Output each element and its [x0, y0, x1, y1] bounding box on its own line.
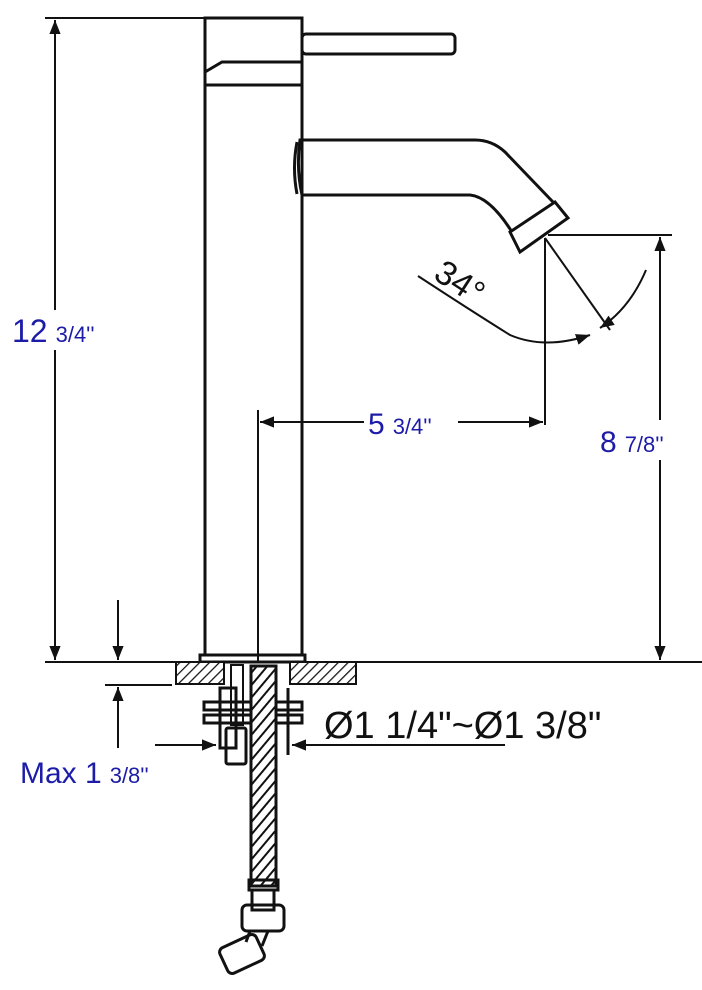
svg-text:53/4'': 5 3/4'' — [368, 408, 432, 441]
svg-text:Max 13/8'': Max 1 3/8'' — [20, 757, 149, 790]
spout-reach-fraction: 3/4'' — [393, 414, 432, 439]
hole-diameter-label: Ø1 1/4"~Ø1 3/8" — [324, 705, 601, 747]
spout-aerator — [508, 199, 571, 255]
hose-nut — [240, 903, 286, 933]
handle-lever — [300, 32, 457, 56]
total-height-whole: 12 — [12, 313, 48, 349]
supply-hose — [218, 664, 286, 975]
spout-angle-label: 34° — [428, 253, 492, 313]
spout-height-fraction: 7/8'' — [625, 432, 664, 457]
max-deck-fraction: 3/8'' — [110, 763, 149, 788]
total-height-fraction: 3/4'' — [56, 322, 95, 347]
spout-height-dimension: 8 7/8'' — [548, 234, 696, 660]
max-deck-dimension: Max 1 3/8'' — [20, 600, 172, 790]
svg-text:123/4'': 12 3/4'' — [12, 313, 95, 349]
spout-angle-dimension: 34° — [417, 237, 647, 425]
faucet-body — [198, 16, 571, 664]
mounting-hardware — [202, 664, 304, 766]
hose-fitting — [218, 933, 266, 975]
spout-reach-dimension: 5 3/4'' — [257, 405, 543, 662]
hole-diameter-dimension: Ø1 1/4"~Ø1 3/8" — [155, 705, 601, 751]
svg-text:87/8'': 8 7/8'' — [600, 426, 664, 459]
spout-reach-whole: 5 — [368, 408, 385, 441]
max-deck-whole: Max 1 — [20, 757, 102, 790]
countertop-section — [175, 661, 357, 685]
spout-height-whole: 8 — [600, 426, 617, 459]
spout — [296, 138, 555, 233]
